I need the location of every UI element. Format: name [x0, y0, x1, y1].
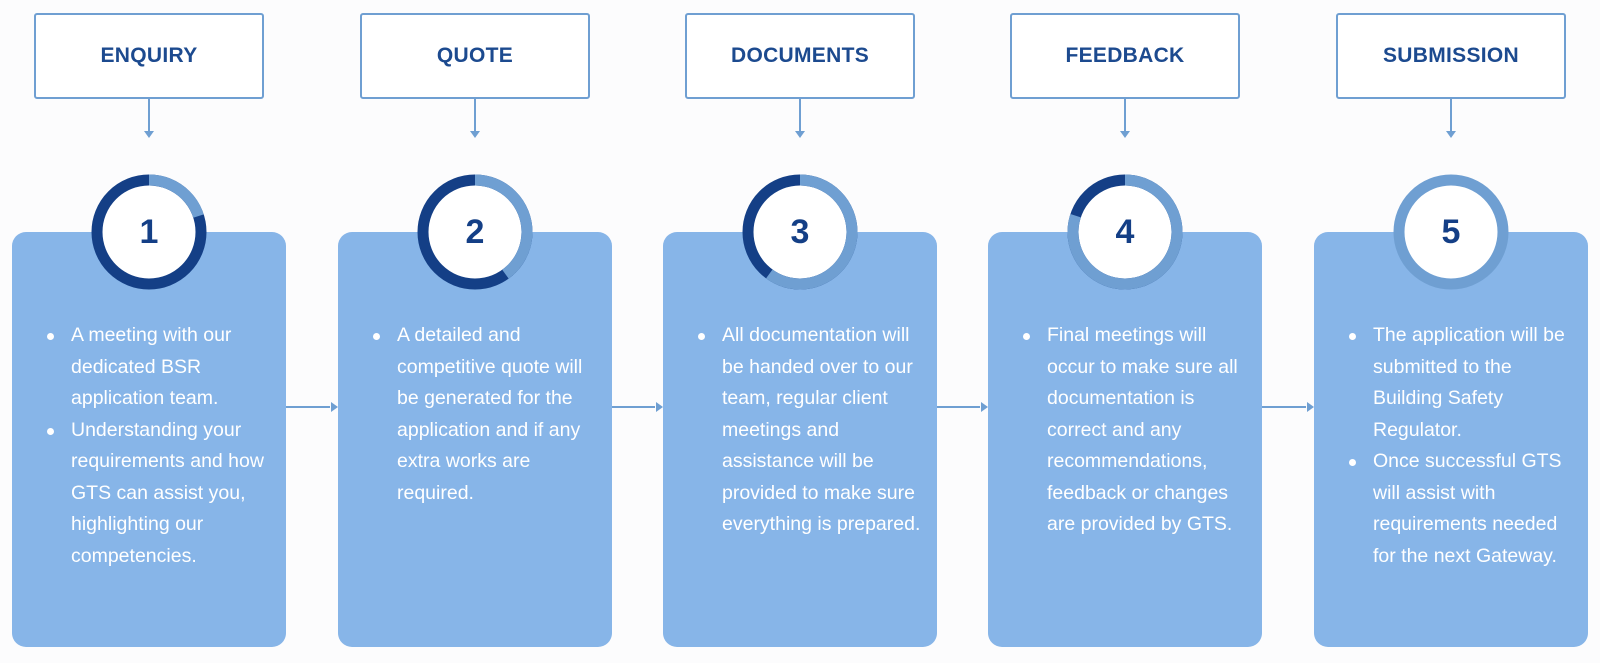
arrow-right-icon	[981, 402, 988, 412]
ring-fill	[97, 180, 201, 284]
step-card	[1314, 232, 1588, 647]
ring-progress	[1067, 174, 1183, 290]
arrow-down-icon	[1120, 131, 1130, 138]
step-card	[988, 232, 1262, 647]
step-number: 3	[790, 212, 810, 251]
step-connector	[286, 406, 330, 408]
step-4: FEEDBACK 4 Final meetings will occur to …	[988, 0, 1262, 663]
step-number: 1	[139, 212, 159, 251]
step-connector	[937, 406, 980, 408]
heading-connector	[1450, 99, 1452, 133]
heading-connector	[1124, 99, 1126, 133]
step-bullets: All documentation will be handed over to…	[663, 320, 937, 541]
ring-fill	[423, 180, 527, 284]
step-card	[12, 232, 286, 647]
step-heading: SUBMISSION	[1336, 13, 1566, 99]
bullet-item: A detailed and competitive quote will be…	[373, 320, 596, 509]
arrow-right-icon	[1307, 402, 1314, 412]
ring-progress	[91, 174, 207, 290]
step-bullets: The application will be submitted to the…	[1314, 320, 1588, 572]
step-bullets: A meeting with our dedicated BSR applica…	[12, 320, 286, 572]
ring-fill	[1399, 180, 1503, 284]
step-number-badge: 1	[89, 172, 209, 292]
ring-fill	[748, 180, 852, 284]
arrow-down-icon	[1446, 131, 1456, 138]
step-number: 2	[465, 212, 485, 251]
bullet-item: All documentation will be handed over to…	[698, 320, 921, 541]
step-heading: FEEDBACK	[1010, 13, 1240, 99]
step-3: DOCUMENTS 3 All documentation will be ha…	[663, 0, 937, 663]
step-number: 5	[1441, 212, 1461, 251]
step-number-badge: 5	[1391, 172, 1511, 292]
heading-connector	[148, 99, 150, 133]
step-bullets: A detailed and competitive quote will be…	[338, 320, 612, 509]
step-heading: QUOTE	[360, 13, 590, 99]
step-number-badge: 2	[415, 172, 535, 292]
arrow-right-icon	[331, 402, 338, 412]
step-number: 4	[1115, 212, 1135, 251]
bullet-item: Final meetings will occur to make sure a…	[1023, 320, 1246, 541]
ring-progress	[742, 174, 858, 290]
ring-track	[1393, 174, 1509, 290]
step-number-badge: 4	[1065, 172, 1185, 292]
step-heading: ENQUIRY	[34, 13, 264, 99]
step-5: SUBMISSION 5 The application will be sub…	[1314, 0, 1588, 663]
step-1: ENQUIRY 1 A meeting with our dedicated B…	[12, 0, 286, 663]
progress-ring	[1067, 174, 1183, 290]
ring-fill	[1073, 180, 1177, 284]
bullet-item: Once successful GTS will assist with req…	[1349, 446, 1572, 572]
arrow-down-icon	[144, 131, 154, 138]
bullet-item: The application will be submitted to the…	[1349, 320, 1572, 446]
bullet-item: Understanding your requirements and how …	[47, 415, 270, 573]
bullet-item: A meeting with our dedicated BSR applica…	[47, 320, 270, 415]
step-heading: DOCUMENTS	[685, 13, 915, 99]
step-2: QUOTE 2 A detailed and competitive quote…	[338, 0, 612, 663]
step-number-badge: 3	[740, 172, 860, 292]
step-connector	[612, 406, 655, 408]
step-bullets: Final meetings will occur to make sure a…	[988, 320, 1262, 541]
step-card	[663, 232, 937, 647]
arrow-down-icon	[470, 131, 480, 138]
progress-ring	[742, 174, 858, 290]
step-card	[338, 232, 612, 647]
step-connector	[1262, 406, 1306, 408]
arrow-right-icon	[656, 402, 663, 412]
arrow-down-icon	[795, 131, 805, 138]
progress-ring	[1393, 174, 1509, 290]
heading-connector	[799, 99, 801, 133]
progress-ring	[91, 174, 207, 290]
progress-ring	[417, 174, 533, 290]
ring-progress	[417, 174, 533, 290]
heading-connector	[474, 99, 476, 133]
